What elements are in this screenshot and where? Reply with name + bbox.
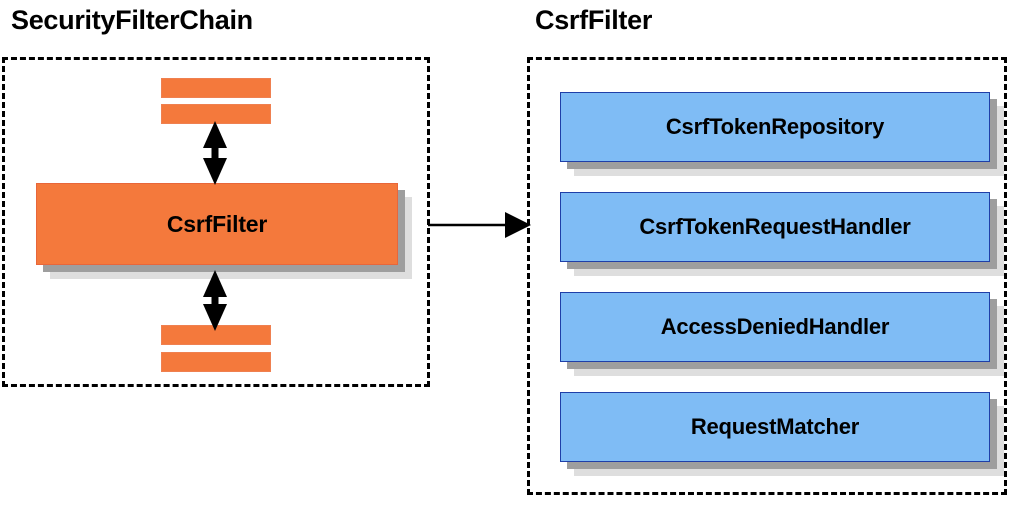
block-face: CsrfTokenRepository	[560, 92, 990, 162]
arrow-security-filter-chain-to-csrf-filter	[428, 212, 531, 238]
collaborator-label: CsrfTokenRequestHandler	[639, 214, 911, 239]
security-filter-chain-container	[2, 57, 430, 387]
filter-stub-bar-bottom-2	[161, 352, 271, 372]
block-face: CsrfFilter	[36, 183, 398, 265]
panel-title-csrf-filter: CsrfFilter	[535, 5, 653, 35]
filter-stub-bar-top-1	[161, 78, 271, 98]
csrf-filter-block[interactable]: CsrfFilter	[36, 183, 412, 279]
panel-title-security-filter-chain: SecurityFilterChain	[11, 5, 253, 35]
collaborator-label: CsrfTokenRepository	[665, 114, 885, 139]
block-face: AccessDeniedHandler	[560, 292, 990, 362]
collaborator-block-csrf-token-request-handler[interactable]: CsrfTokenRequestHandler	[560, 192, 1004, 276]
block-face: RequestMatcher	[560, 392, 990, 462]
csrf-filter-block-label: CsrfFilter	[166, 210, 268, 237]
collaborator-label: AccessDeniedHandler	[660, 314, 890, 339]
collaborator-block-access-denied-handler[interactable]: AccessDeniedHandler	[560, 292, 1004, 376]
block-face: CsrfTokenRequestHandler	[560, 192, 990, 262]
filter-stub-bar-top-2	[161, 104, 271, 124]
collaborator-block-csrf-token-repository[interactable]: CsrfTokenRepository	[560, 92, 1004, 176]
collaborator-block-request-matcher[interactable]: RequestMatcher	[560, 392, 1004, 476]
collaborator-label: RequestMatcher	[690, 414, 860, 439]
csrf-filter-container	[527, 57, 1007, 495]
filter-stub-bar-bottom-1	[161, 325, 271, 345]
